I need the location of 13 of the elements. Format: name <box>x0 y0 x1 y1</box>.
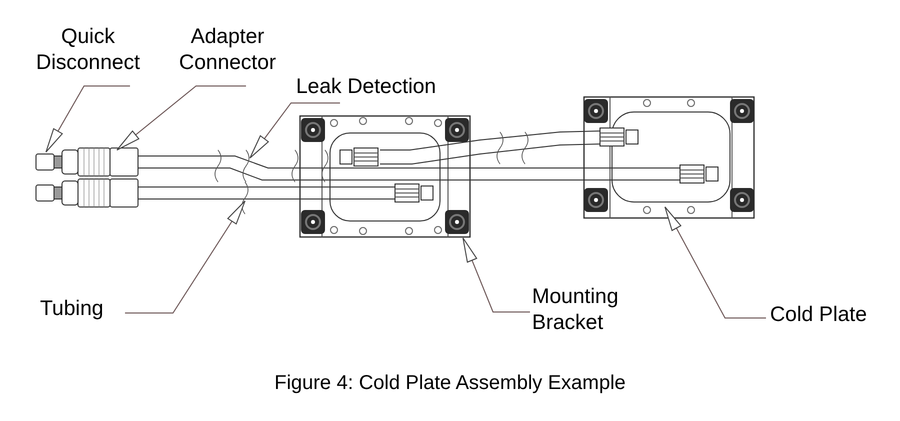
part-label: Quick Disconnect <box>35 24 141 76</box>
part-label: Tubing <box>40 296 104 322</box>
leader-line <box>250 102 340 158</box>
leader-line <box>462 238 530 312</box>
part-label: Mounting Bracket <box>532 284 620 336</box>
leader-line <box>124 200 246 314</box>
part-label: Cold Plate <box>770 302 868 328</box>
leader-line <box>116 86 246 150</box>
leader-line <box>46 86 130 152</box>
part-label: Adapter Connector <box>178 24 277 76</box>
part-label: Leak Detection <box>296 74 438 100</box>
figure-caption: Figure 4: Cold Plate Assembly Example <box>274 372 626 394</box>
leader-line <box>664 206 766 318</box>
